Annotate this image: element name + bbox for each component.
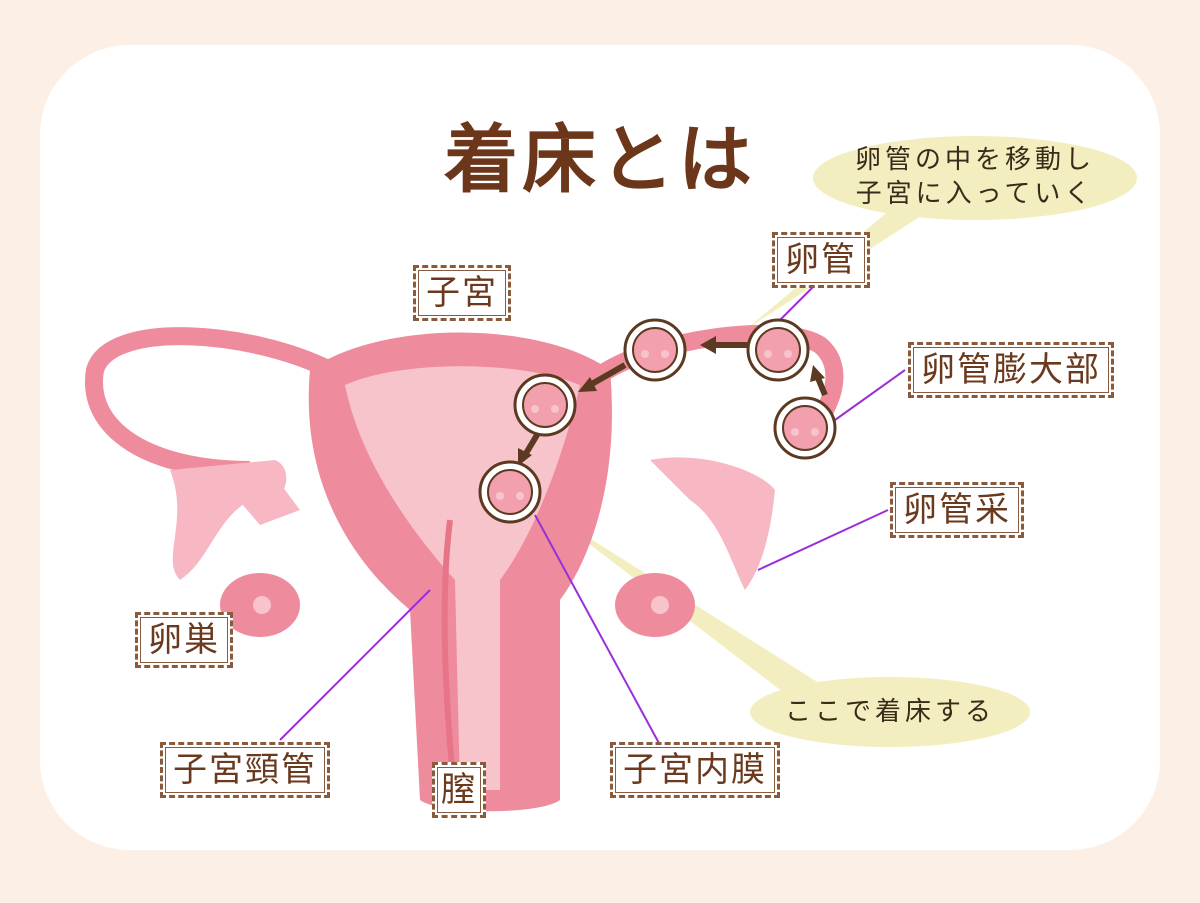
bubble-top-line1: 卵管の中を移動し (854, 145, 1095, 175)
right-fimbriae (650, 457, 775, 590)
label-cervical-canal: 子宮頸管 (160, 742, 330, 798)
bubble-top: 卵管の中を移動し 子宮に入っていく (815, 143, 1135, 211)
bubble-bottom: ここで着床する (784, 697, 995, 727)
page-title: 着床とは (444, 117, 756, 203)
label-ampulla: 卵管膨大部 (908, 342, 1114, 398)
fertilized-eggs (478, 318, 837, 524)
label-uterus: 子宮 (413, 265, 511, 321)
label-fimbriae: 卵管采 (890, 482, 1024, 538)
bubble-top-shape (813, 136, 1137, 220)
bubble-bottom-shape (750, 677, 1030, 747)
label-endometrium: 子宮内膜 (610, 742, 780, 798)
left-fimbriae (170, 460, 300, 580)
left-tube (85, 327, 335, 479)
bubble-top-line2: 子宮に入っていく (855, 179, 1095, 209)
label-vagina: 膣 (432, 762, 486, 818)
pointer-lines (279, 284, 906, 746)
label-fallopian-tube: 卵管 (772, 232, 870, 288)
label-ovary: 卵巣 (135, 612, 233, 668)
